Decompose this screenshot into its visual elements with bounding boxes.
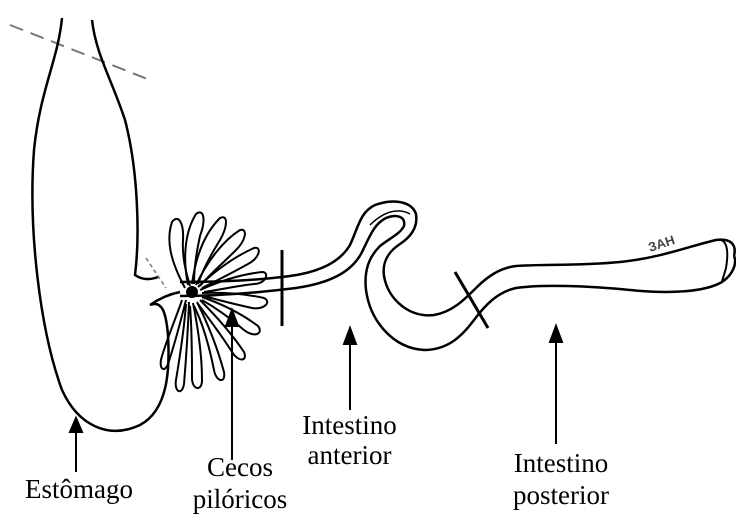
label-intestino-posterior-line1: Intestino: [496, 448, 626, 478]
arrow-estomago-head: [70, 418, 82, 432]
label-cecos-line1: Cecos: [185, 452, 295, 482]
label-intestino-posterior-line2: posterior: [496, 480, 626, 510]
arrow-intestino-posterior-head: [550, 326, 562, 342]
intestine-lower-wall: [180, 216, 735, 350]
pyloric-caeca: [161, 212, 268, 391]
label-cecos-line2: pilóricos: [180, 484, 300, 514]
stomach-outer-wall: [32, 18, 168, 431]
intestine-end-tip: [716, 240, 727, 282]
label-intestino-anterior-line1: Intestino: [282, 410, 417, 440]
dashed-cut-line: [10, 25, 150, 80]
stomach-dashed-boundary: [146, 258, 166, 288]
label-intestino-anterior-line2: anterior: [282, 440, 417, 470]
stomach-inner-wall: [92, 20, 158, 279]
arrow-intestino-anterior-head: [344, 328, 356, 344]
label-estomago: Estômago: [4, 474, 154, 504]
stomach-pylorus-lower: [150, 292, 180, 305]
